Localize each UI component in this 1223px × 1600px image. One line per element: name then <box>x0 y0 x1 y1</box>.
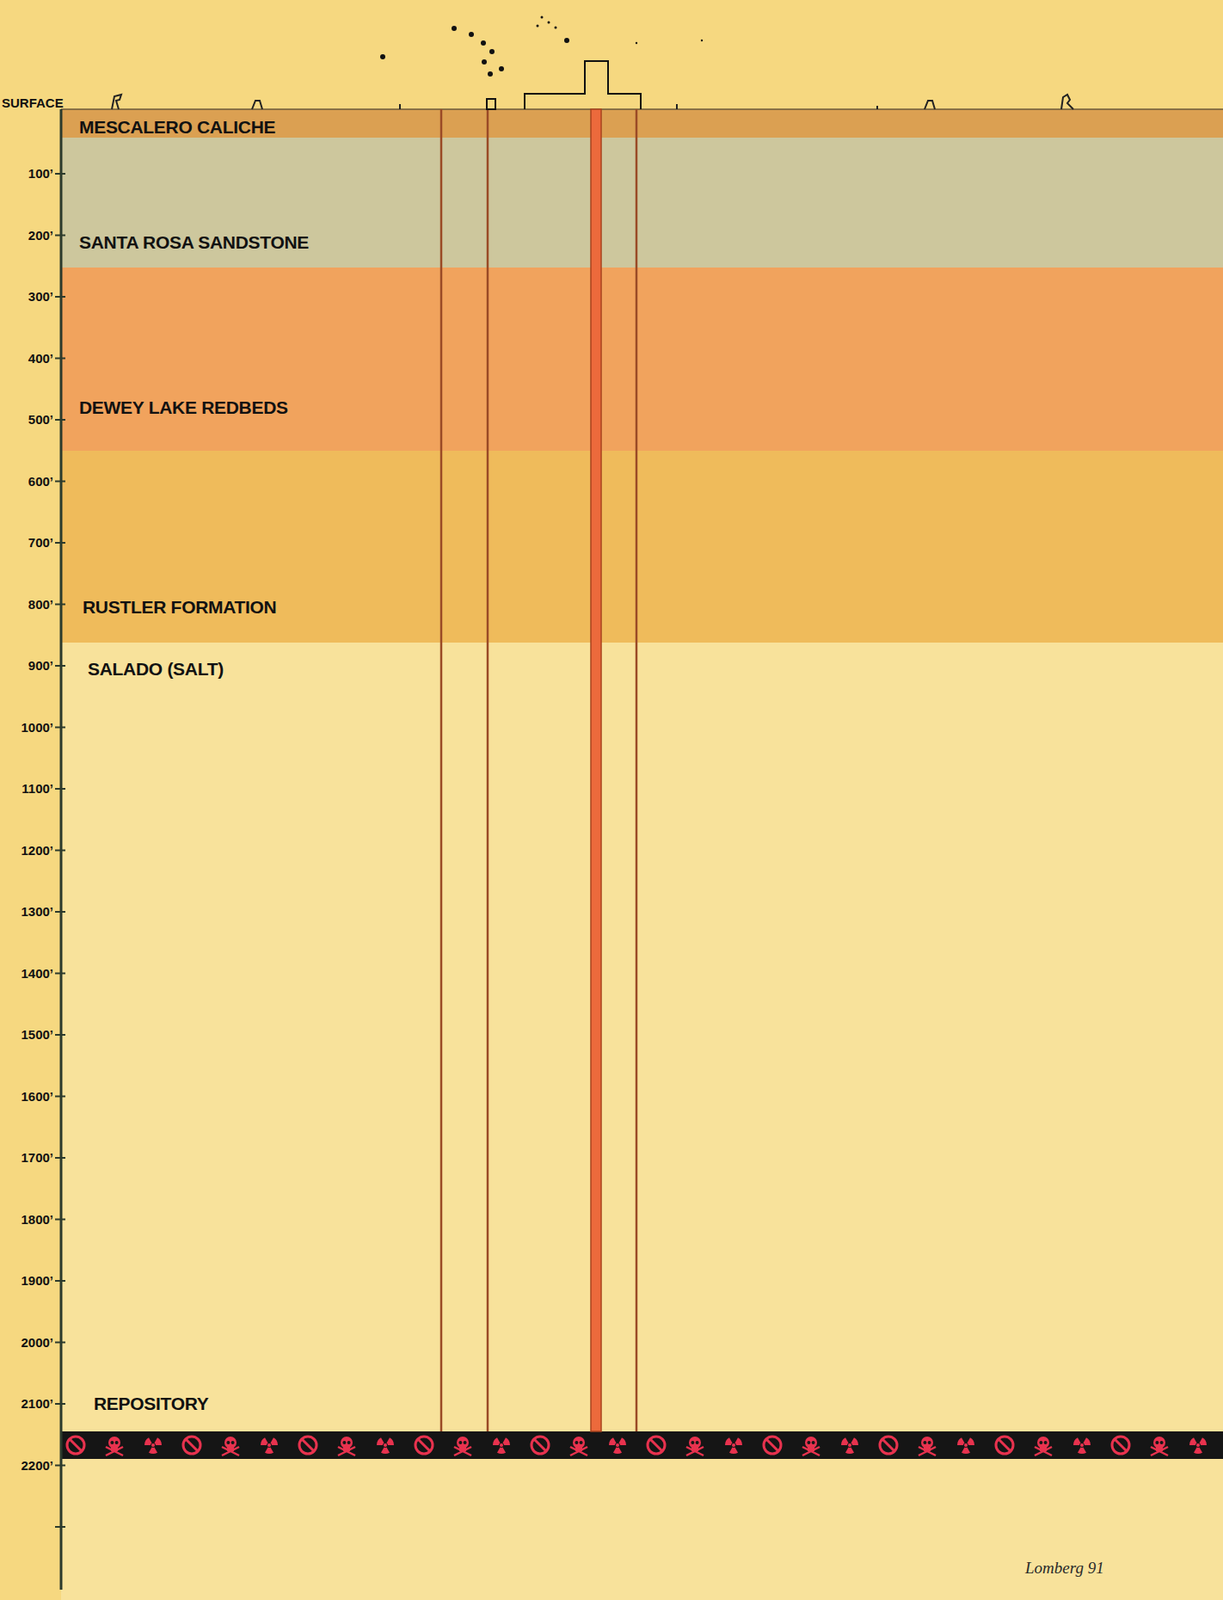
depth-label: 100’ <box>28 165 54 182</box>
surface-line <box>61 108 1223 111</box>
layer-label: MESCALERO CALICHE <box>79 116 276 138</box>
depth-label: 1000’ <box>20 719 54 736</box>
sky-dots <box>380 16 703 78</box>
depth-label: 1400’ <box>20 965 54 982</box>
depth-label: 1100’ <box>21 780 54 797</box>
depth-label: 800’ <box>28 596 54 613</box>
rock-layer-band: RUSTLER FORMATION <box>61 450 1223 643</box>
shafts <box>441 109 637 1432</box>
depth-label: 1900’ <box>20 1272 54 1289</box>
layer-label: REPOSITORY <box>93 1392 209 1414</box>
depth-label: 1800’ <box>20 1211 54 1228</box>
layer-label: SANTA ROSA SANDSTONE <box>79 231 309 253</box>
signature: Lomberg 91 <box>1025 1558 1105 1578</box>
surface-buildings <box>486 61 641 110</box>
depth-label: 200’ <box>28 227 54 244</box>
depth-label: SURFACE <box>1 95 64 111</box>
repository-strip <box>61 1431 1223 1459</box>
depth-label: 1700’ <box>20 1149 54 1166</box>
depth-label: 1300’ <box>20 903 54 920</box>
depth-label: 900’ <box>28 657 54 674</box>
layer-label: SALADO (SALT) <box>87 657 224 680</box>
depth-axis <box>55 109 66 1590</box>
depth-label: 1600’ <box>20 1088 54 1105</box>
rock-layer-band: SANTA ROSA SANDSTONE <box>61 137 1223 268</box>
depth-label: 1200’ <box>20 842 54 859</box>
rock-layer-band: MESCALERO CALICHE <box>61 109 1223 138</box>
layer-label: RUSTLER FORMATION <box>82 596 277 618</box>
depth-label: 300’ <box>28 288 54 305</box>
depth-label: 500’ <box>28 411 54 428</box>
rock-layer-band: SALADO (SALT) REPOSITORY <box>61 642 1223 1600</box>
layer-label: DEWEY LAKE REDBEDS <box>79 396 289 418</box>
surface-markers <box>111 94 1074 110</box>
depth-label: 1500’ <box>20 1026 54 1043</box>
depth-label: 2100’ <box>20 1395 54 1412</box>
depth-label: 400’ <box>28 350 54 367</box>
depth-label: 700’ <box>28 534 54 551</box>
depth-label: 600’ <box>28 473 54 490</box>
depth-label: 2000’ <box>20 1334 54 1351</box>
repository-band: REPOSITORY <box>61 1431 1223 1459</box>
depth-label: 2200’ <box>20 1457 54 1474</box>
rock-layer-band: DEWEY LAKE REDBEDS <box>61 267 1223 451</box>
